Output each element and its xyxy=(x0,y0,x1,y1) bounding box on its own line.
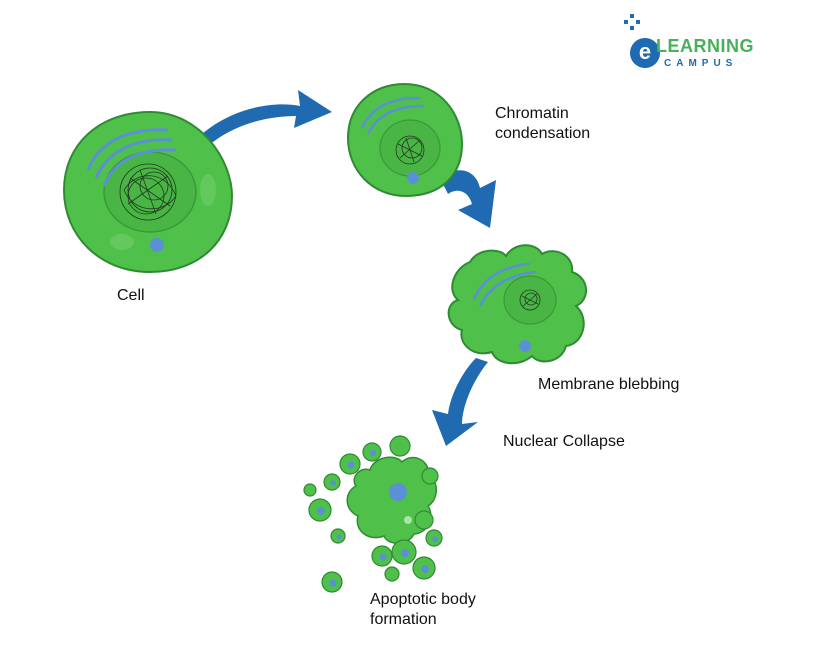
apoptotic-body-organelle xyxy=(330,480,336,486)
logo-text-learning: LEARNING xyxy=(656,36,754,56)
mitochondrion-icon xyxy=(150,238,164,252)
label-cell: Cell xyxy=(117,287,145,304)
label-apoptotic-body-formation: Apoptotic body formation xyxy=(370,591,476,628)
logo-e-mark: e xyxy=(630,38,660,68)
apoptotic-body-organelle xyxy=(329,579,337,587)
logo-text-campus: CAMPUS xyxy=(664,58,738,69)
apoptotic-body-organelle xyxy=(432,536,438,542)
apoptotic-body-organelle xyxy=(369,449,377,457)
elearning-campus-logo: e LEARNING CAMPUS xyxy=(616,14,766,72)
apoptotic-body xyxy=(303,483,317,497)
label-nuclear-collapse: Nuclear Collapse xyxy=(503,433,625,450)
apoptotic-body-organelle xyxy=(317,507,325,515)
apoptotic-body xyxy=(384,566,400,582)
cell-membrane-blebbing xyxy=(447,244,587,365)
apoptotic-body-organelle xyxy=(400,548,410,558)
apoptotic-bodies xyxy=(303,435,443,593)
apoptotic-body xyxy=(421,467,439,485)
apoptotic-body xyxy=(389,435,411,457)
cell-chromatin-condensation xyxy=(346,82,464,198)
arrow-2 xyxy=(440,170,496,228)
arrow-1 xyxy=(188,90,332,156)
label-membrane-blebbing: Membrane blebbing xyxy=(538,376,680,393)
apoptotic-body-organelle xyxy=(336,534,342,540)
apoptotic-body-organelle xyxy=(421,565,429,573)
arrow-3 xyxy=(432,358,488,446)
logo-pixel-icon xyxy=(624,14,640,30)
cell-normal xyxy=(62,110,234,274)
apoptotic-body-organelle xyxy=(379,553,387,561)
label-chromatin-condensation: Chromatin condensation xyxy=(495,105,591,142)
apoptotic-body xyxy=(414,510,434,530)
apoptotic-body-organelle xyxy=(347,461,355,469)
